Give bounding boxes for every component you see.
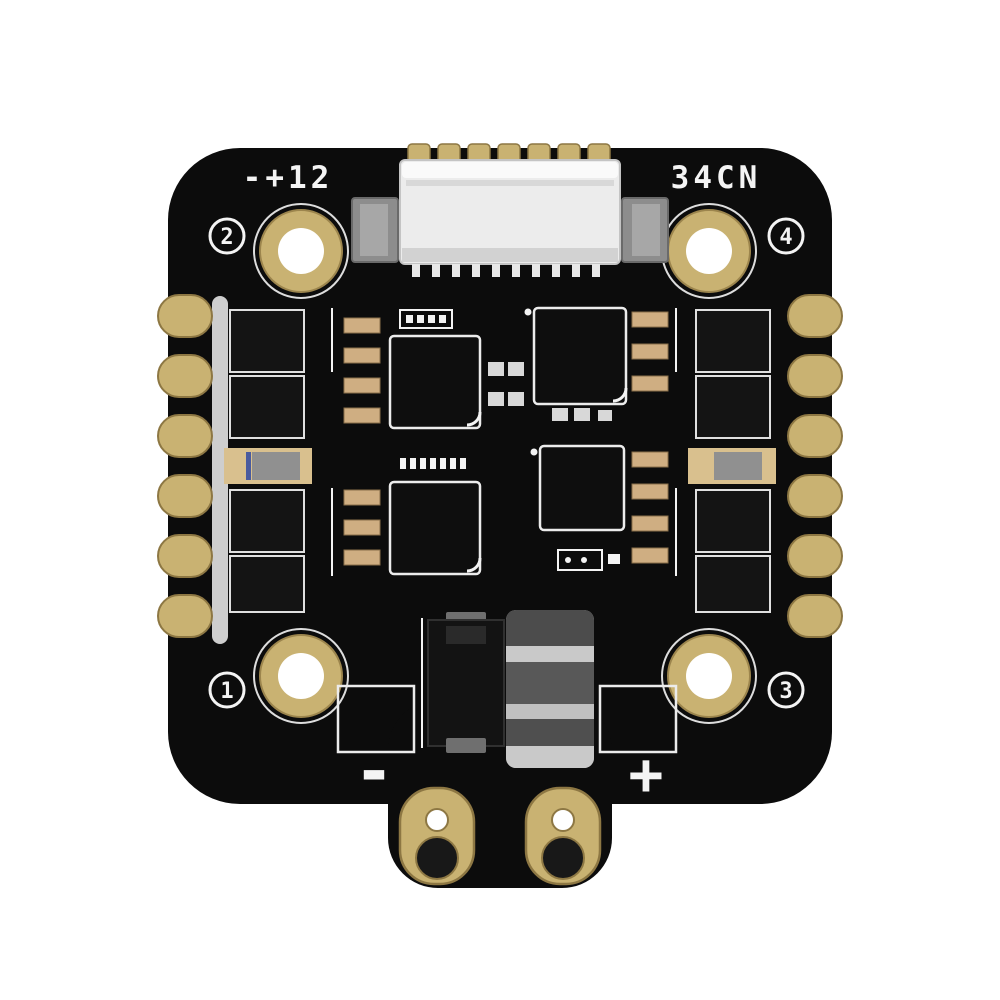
outline-box	[399, 309, 453, 329]
mount-hole-top-left	[253, 203, 349, 299]
electrolytic-capacitor	[506, 610, 594, 768]
component-outline-right	[598, 684, 678, 754]
castellation-pad	[157, 294, 213, 338]
number-circle	[767, 217, 805, 255]
castellation-pad	[157, 354, 213, 398]
mosfet	[229, 309, 305, 373]
silkscreen-component-outlines	[399, 309, 620, 571]
number-circle	[208, 671, 246, 709]
mount-hole-top-right	[661, 203, 757, 299]
ic-chip	[388, 334, 482, 430]
ic-chip	[532, 306, 628, 406]
mount-number-2: 2	[220, 225, 233, 250]
mosfet	[229, 375, 305, 439]
ic-corner-mark	[466, 411, 482, 427]
ic-chip	[388, 480, 482, 576]
castellation-pad	[787, 294, 843, 338]
capacitor-body	[252, 452, 300, 480]
mosfet	[695, 309, 771, 373]
board-edge-highlight	[212, 296, 228, 644]
mosfet	[695, 555, 771, 613]
ic-chip	[538, 444, 626, 532]
mosfet	[695, 375, 771, 439]
left-fet-bank	[224, 309, 312, 613]
diode-component	[427, 612, 505, 753]
castellation-pad	[787, 414, 843, 458]
label-battery-plus: +	[629, 740, 664, 808]
silkscreen-lines	[331, 308, 677, 748]
castellation-pad	[157, 414, 213, 458]
label-battery-minus: -	[354, 733, 394, 810]
castellation-pad	[787, 534, 843, 578]
right-fet-bank	[688, 309, 776, 613]
number-circle	[767, 671, 805, 709]
mosfet	[695, 489, 771, 553]
solder-tab-right-highlight	[632, 204, 660, 256]
mount-hole-bottom-left	[253, 628, 349, 724]
battery-pad-negative	[398, 786, 476, 886]
castellation-pad	[787, 354, 843, 398]
mount-numbers: 2 4 1 3	[208, 217, 805, 709]
ic-corner-mark	[466, 557, 482, 573]
castellation-pad	[787, 474, 843, 518]
ic-corner-mark	[612, 387, 628, 403]
label-top-right: 34CN	[671, 160, 762, 196]
right-edge-pads	[787, 294, 843, 638]
connector-seam	[406, 180, 614, 186]
mounting-holes	[253, 203, 757, 724]
connector-pins	[412, 264, 600, 277]
dash-row	[400, 458, 466, 469]
passives-tan	[343, 311, 669, 566]
capacitor-body	[714, 452, 762, 480]
mount-hole-bottom-right	[661, 628, 757, 724]
battery-pads	[398, 786, 602, 886]
label-top-left: -+12	[243, 160, 334, 196]
number-circle	[208, 217, 246, 255]
outline-box	[557, 549, 603, 571]
bottom-components	[336, 610, 678, 768]
mount-number-3: 3	[779, 679, 792, 704]
mosfet	[229, 555, 305, 613]
connector-bottom-shade	[402, 248, 618, 262]
pin1-dot	[530, 448, 538, 456]
pin1-dot	[524, 308, 532, 316]
mount-number-4: 4	[779, 225, 792, 250]
driver-ics	[388, 306, 628, 576]
castellation-pad	[157, 474, 213, 518]
mosfet	[229, 489, 305, 553]
solder-tab-left-highlight	[360, 204, 388, 256]
component-outline-left	[336, 684, 416, 754]
connector-top-face	[402, 162, 618, 178]
castellation-pad	[157, 594, 213, 638]
capacitor-accent	[246, 452, 251, 480]
castellation-pad	[787, 594, 843, 638]
left-edge-pads	[157, 294, 213, 638]
top-connector	[351, 159, 669, 277]
battery-pad-positive	[524, 786, 602, 886]
castellation-pad	[157, 534, 213, 578]
mount-number-1: 1	[220, 679, 233, 704]
passives-gray	[488, 362, 612, 421]
